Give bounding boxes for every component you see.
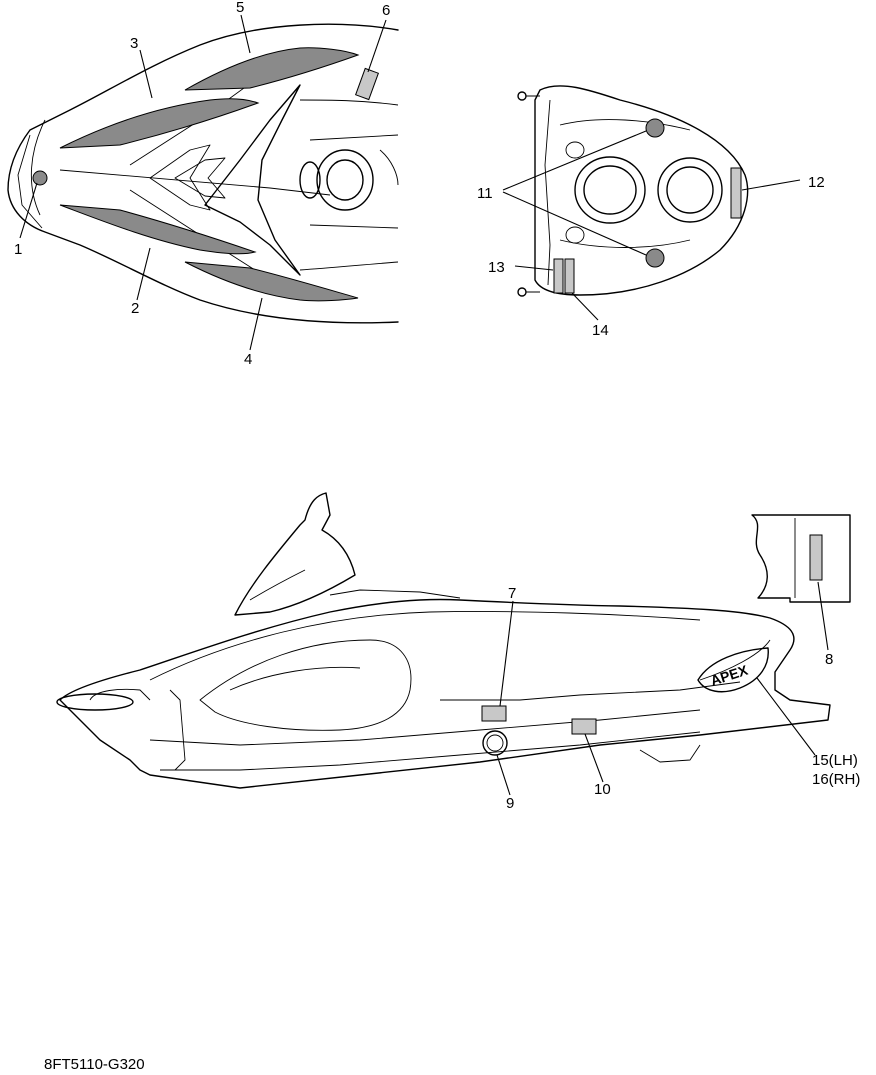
figure-code: 8FT5110-G320 — [44, 1056, 145, 1073]
emblem-11a — [645, 118, 665, 138]
decal-10 — [571, 718, 597, 735]
callout-16: 16(RH) — [812, 771, 860, 788]
decal-12 — [730, 167, 742, 219]
decal-7 — [481, 705, 507, 722]
callout-10: 10 — [594, 781, 611, 798]
decal-4 — [184, 261, 359, 302]
callout-13: 13 — [488, 259, 505, 276]
apex-logo-text: APEX — [709, 662, 751, 689]
decal-9 — [482, 730, 508, 756]
emblem-11b — [645, 248, 665, 268]
side-view: APEX — [56, 492, 851, 796]
callout-12: 12 — [808, 174, 825, 191]
callout-11: 11 — [477, 185, 493, 202]
emblem-1 — [32, 170, 48, 186]
decal-5 — [184, 47, 360, 91]
callout-6: 6 — [382, 2, 390, 19]
decal-6 — [354, 67, 380, 101]
callout-3: 3 — [130, 35, 138, 52]
hood-top-view — [7, 14, 399, 351]
callout-1: 1 — [14, 241, 22, 258]
apex-logo: APEX — [697, 647, 769, 693]
callout-9: 9 — [506, 795, 514, 812]
callout-2: 2 — [131, 300, 139, 317]
decal-8 — [809, 534, 823, 581]
callout-7: 7 — [508, 585, 516, 602]
callout-14: 14 — [592, 322, 609, 339]
rear-bottom-view — [502, 85, 801, 321]
callout-15: 15(LH) — [812, 752, 858, 769]
decal-2 — [59, 204, 257, 255]
callout-4: 4 — [244, 351, 252, 368]
decal-14 — [564, 258, 575, 294]
callout-8: 8 — [825, 651, 833, 668]
decal-3 — [59, 98, 260, 149]
decal-13 — [553, 258, 564, 294]
callout-5: 5 — [236, 0, 244, 16]
